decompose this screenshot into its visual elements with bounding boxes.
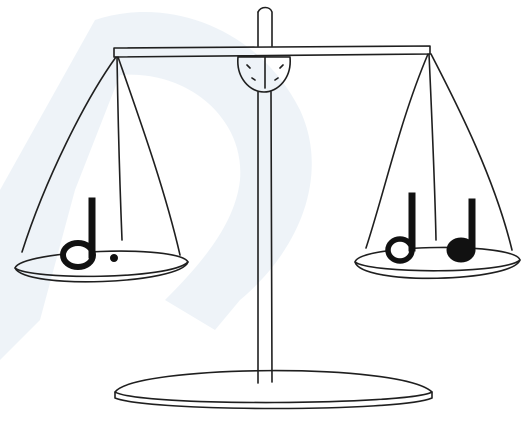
right-pan-strings: [366, 54, 512, 250]
right-pan: [355, 247, 520, 278]
scale-base: [115, 371, 432, 409]
dotted-half-note-icon: [63, 198, 118, 267]
half-note-icon: [388, 193, 415, 261]
quarter-note-icon: [447, 199, 475, 262]
